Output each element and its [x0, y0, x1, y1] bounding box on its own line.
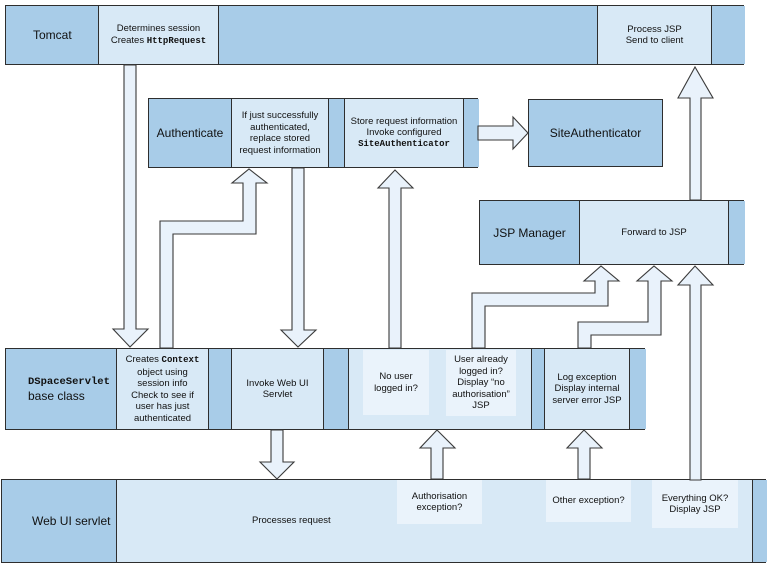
arrow-other-exception-up	[565, 429, 604, 480]
arrow-user-already-to-jsp-manager	[471, 265, 621, 349]
arrow-authenticate-to-invoke-webui	[279, 167, 318, 348]
creates-context-box: Creates Context object using session inf…	[116, 349, 208, 429]
siteauthenticator-code: SiteAuthenticator	[358, 138, 450, 149]
arrow-creates-context-to-authenticate	[159, 168, 269, 349]
web-ui-servlet-label: Web UI servlet	[2, 480, 116, 562]
determines-line2: Creates HttpRequest	[110, 34, 207, 46]
dspaceservlet-bar-filler-1	[208, 349, 231, 429]
arrow-no-user-to-store-request	[376, 169, 415, 349]
arrow-everything-ok-to-jsp-manager	[676, 265, 715, 481]
arrow-jsp-manager-to-process-jsp	[677, 65, 714, 201]
context-code: Context	[161, 355, 200, 365]
tomcat-lifeline-bar: Tomcat Determines session Creates HttpRe…	[5, 5, 745, 65]
login-check-container: No user logged in? User already logged i…	[348, 349, 531, 429]
authenticate-label: Authenticate	[149, 99, 231, 167]
if-authenticated-box: If just successfully authenticated, repl…	[231, 99, 328, 167]
processes-request-text: Processes request	[252, 515, 331, 527]
forward-to-jsp-box: Forward to JSP	[579, 201, 728, 264]
web-ui-servlet-bar-filler-right	[752, 480, 767, 562]
determines-line1: Determines session	[116, 23, 201, 34]
tomcat-bar-filler	[218, 6, 597, 64]
siteauthenticator-box: SiteAuthenticator	[528, 99, 663, 167]
dspaceservlet-base-class: base class	[28, 389, 85, 403]
arrow-store-request-to-siteauthenticator	[477, 115, 529, 151]
authenticate-bar-filler-right	[463, 99, 479, 167]
log-exception-box: Log exception Display internal server er…	[544, 349, 629, 429]
jsp-manager-bar: JSP Manager Forward to JSP	[479, 200, 745, 265]
dspaceservlet-bar-filler-3	[531, 349, 544, 429]
arrow-tomcat-to-dspaceservlet	[111, 64, 150, 348]
arrow-authorisation-exception-up	[418, 429, 457, 480]
dspaceservlet-label: DSpaceServlet base class	[6, 349, 116, 429]
tomcat-bar-filler-right	[711, 6, 745, 64]
tomcat-label-text: Tomcat	[33, 28, 72, 42]
everything-ok-box: Everything OK? Display JSP	[652, 480, 738, 528]
jsp-manager-bar-filler-right	[728, 201, 745, 264]
arrow-invoke-to-web-ui-servlet	[258, 429, 296, 480]
other-exception-box: Other exception?	[546, 480, 631, 522]
authorisation-exception-box: Authorisation exception?	[397, 480, 482, 524]
arrow-log-exception-to-jsp-manager	[577, 265, 674, 349]
authenticate-bar: Authenticate If just successfully authen…	[148, 98, 479, 168]
dspaceservlet-bar: DSpaceServlet base class Creates Context…	[5, 348, 646, 430]
store-request-box: Store request information Invoke configu…	[344, 99, 463, 167]
web-ui-servlet-bar: Web UI servlet Processes request Authori…	[1, 479, 767, 563]
no-user-box: No user logged in?	[363, 350, 429, 415]
user-already-box: User already logged in? Display “no auth…	[446, 350, 516, 416]
dspaceservlet-bar-filler-2	[323, 349, 348, 429]
httprequest-code: HttpRequest	[146, 35, 207, 46]
invoke-webui-box: Invoke Web UI Servlet	[231, 349, 323, 429]
dspaceservlet-code: DSpaceServlet	[28, 376, 110, 388]
dspaceservlet-bar-filler-right	[629, 349, 646, 429]
jsp-manager-label: JSP Manager	[480, 201, 579, 264]
tomcat-label: Tomcat	[6, 6, 98, 64]
process-jsp-box: Process JSP Send to client	[597, 6, 711, 64]
creates-context-line1: Creates Context	[125, 354, 200, 365]
web-ui-servlet-body: Processes request Authorisation exceptio…	[116, 480, 752, 562]
authenticate-bar-filler	[328, 99, 344, 167]
determines-session-box: Determines session Creates HttpRequest	[98, 6, 218, 64]
